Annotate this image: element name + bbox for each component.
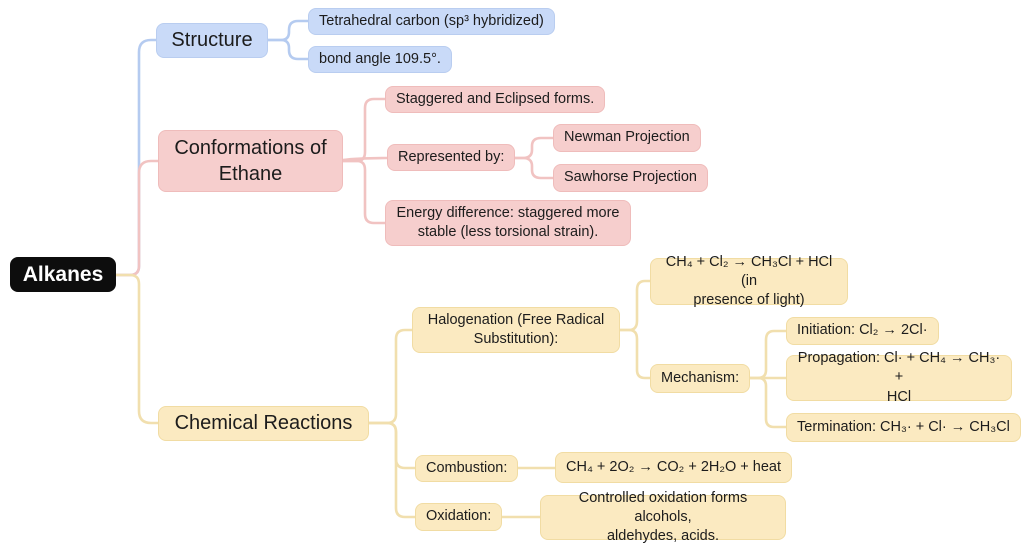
edge-represented-newman (508, 136, 555, 160)
node-represented-by: Represented by: (387, 144, 516, 171)
node-halogenation-equation: CH₄ + Cl₂ → CH₃Cl + HCl (in presence of … (650, 254, 848, 308)
edge-reactions-halogenation (367, 328, 414, 425)
edge-reactions-oxidation (367, 421, 417, 519)
node-alkanes-root: Alkanes (10, 257, 116, 292)
node-mechanism: Mechanism: (650, 364, 751, 393)
edge-conformations-represented (341, 156, 389, 162)
node-combustion: Combustion: (415, 455, 519, 482)
edge-conformations-forms (341, 97, 387, 163)
node-energy-difference: Energy difference: staggered more stable… (385, 200, 631, 246)
node-halogenation: Halogenation (Free Radical Substitution)… (412, 307, 620, 353)
edge-root-structure (114, 38, 158, 277)
edge-halogenation-mechanism (618, 328, 652, 380)
node-staggered-eclipsed-forms: Staggered and Eclipsed forms. (385, 86, 606, 113)
node-oxidation: Oxidation: (415, 503, 503, 531)
edge-structure-tetrahedral (266, 19, 310, 42)
edge-mechanism-initiation (744, 329, 788, 380)
node-tetrahedral-carbon: Tetrahedral carbon (sp³ hybridized) (308, 8, 555, 35)
node-bond-angle: bond angle 109.5°. (308, 46, 452, 73)
node-combustion-equation: CH₄ + 2O₂ → CO₂ + 2H₂O + heat (555, 452, 793, 483)
edge-reactions-combustion (367, 421, 417, 470)
node-structure: Structure (156, 23, 268, 58)
node-mechanism-termination: Termination: CH₃· + Cl· → CH₃Cl (786, 413, 1021, 442)
node-chemical-reactions: Chemical Reactions (158, 406, 369, 441)
edge-conformations-energy (341, 159, 387, 225)
node-conformations-of-ethane: Conformations of Ethane (158, 130, 343, 192)
node-newman-projection: Newman Projection (553, 124, 701, 152)
node-mechanism-initiation: Initiation: Cl₂ → 2Cl· (786, 317, 939, 345)
node-sawhorse-projection: Sawhorse Projection (553, 164, 708, 192)
edge-structure-bond-angle (266, 38, 310, 61)
edge-mechanism-termination (744, 376, 788, 429)
node-mechanism-propagation: Propagation: Cl· + CH₄ → CH₃· + HCl (786, 350, 1012, 405)
edge-root-reactions (114, 273, 160, 425)
edge-root-conformations (114, 159, 160, 277)
edge-halogenation-equation (618, 279, 652, 332)
node-oxidation-description: Controlled oxidation forms alcohols, ald… (540, 490, 786, 544)
edge-represented-sawhorse (508, 156, 555, 180)
